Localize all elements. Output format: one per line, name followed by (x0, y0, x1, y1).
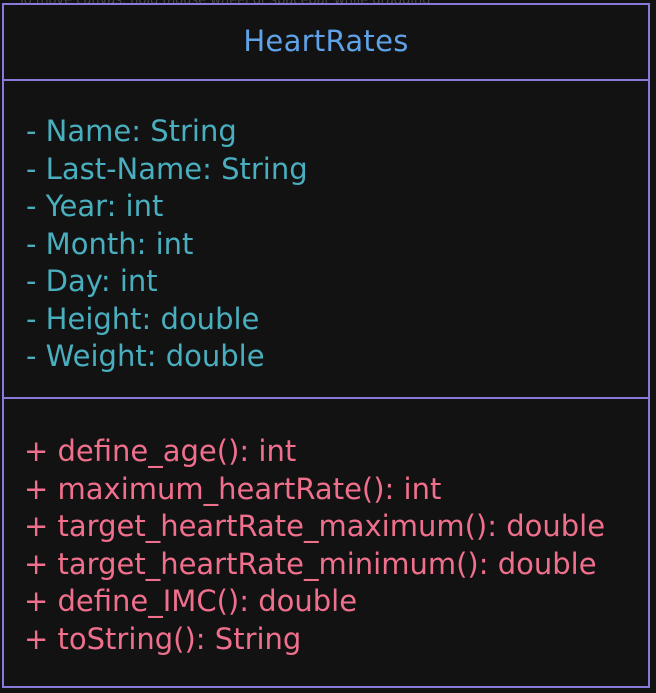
attributes-methods-divider (4, 397, 648, 399)
attribute-name: - Name: String (26, 114, 237, 148)
class-box-heart-rates[interactable]: HeartRates - Name: String - Last-Name: S… (2, 3, 650, 688)
class-title: HeartRates (243, 23, 409, 58)
methods-section: + define_age(): int + maximum_heartRate(… (24, 433, 634, 658)
attribute-last-name: - Last-Name: String (26, 151, 308, 186)
attribute-weight: - Weight: double (26, 339, 265, 373)
method-target-heart-rate-maximum: + target_heartRate_maximum(): double (24, 509, 606, 543)
method-maximum-heart-rate: + maximum_heartRate(): int (24, 471, 442, 506)
method-define-age: + define_age(): int (24, 434, 297, 468)
class-title-section: HeartRates (4, 5, 648, 79)
method-to-string: + toString(): String (24, 621, 302, 656)
attribute-day: - Day: int (26, 264, 158, 298)
method-target-heart-rate-minimum: + target_heartRate_minimum(): double (24, 546, 597, 581)
method-define-imc: + define_IMC(): double (24, 584, 358, 618)
title-divider (4, 79, 648, 81)
attribute-height: - Height: double (26, 301, 260, 336)
attribute-year: - Year: int (26, 189, 164, 223)
attributes-section: - Name: String - Last-Name: String - Yea… (26, 113, 626, 376)
attribute-month: - Month: int (26, 226, 194, 261)
